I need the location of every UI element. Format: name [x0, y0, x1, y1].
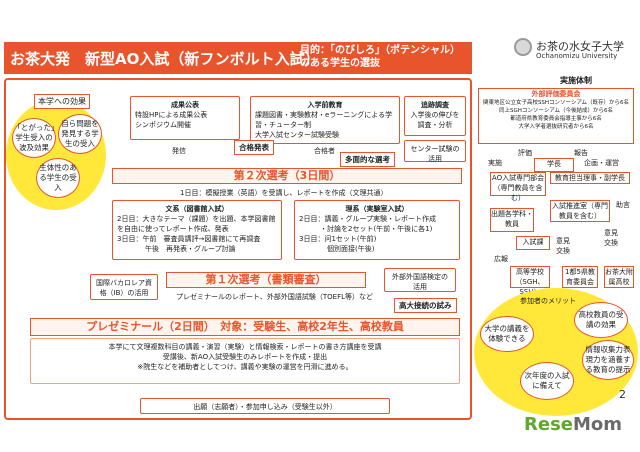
application-box: 出願（志願者）・参加申し込み（受験生以外）	[140, 398, 390, 414]
pre-seminar-box: 本学にて文理複数科目の講義・演習（実験）と情報検索・レポートの書き方講座を受講 …	[30, 338, 460, 384]
merits-label: 参加者のメリット	[520, 297, 576, 305]
tracking-text: 入学後の伸びを調査・分析	[410, 111, 460, 129]
faculties-box: 出題各学科・教員	[490, 208, 534, 232]
implement-label: 実施	[488, 159, 502, 167]
second-stage-title: 第２次選考（3日間）	[112, 168, 462, 184]
high-school-label: 高大接続の試み	[394, 298, 457, 313]
results-title: 成果公表	[171, 101, 199, 109]
rika-item: 2日目：講義・グループ実験・レポート作成	[299, 215, 437, 223]
watermark-left: Rese	[524, 414, 573, 435]
pre-seminar-title: プレゼミナール（2日間） 対象：受験生、高校2年生、高校教員	[30, 318, 460, 336]
rika-item: ・討論を2セット(午前・午後に各1)	[299, 225, 433, 233]
diverse-label: 多面的な選考	[340, 152, 395, 167]
merit-item: 大学の講義を体験できる	[480, 316, 534, 352]
results-box: 成果公表 特設HPによる成果公表 シンポジウム開催	[130, 96, 240, 140]
bunka-title: 文系（図書館入試）	[165, 205, 229, 213]
university-name-en: Ochanomizu University	[536, 52, 618, 60]
advice-label: 助言	[616, 201, 630, 209]
pre-education-item: 課題図書・実験教材・eラーニングによる学習・チューター制	[255, 111, 393, 129]
page-title: お茶大発 新型AO入試（新フンボルト入試）	[10, 50, 320, 68]
ao-dept-box: AO入試専門部会（専門教員を含む）	[490, 172, 546, 202]
pass-announce: 合格発表	[234, 140, 274, 155]
university-logo	[514, 38, 532, 56]
high-school-box: 高等学校（SGH、SSH）	[510, 266, 550, 296]
title-bar	[4, 42, 472, 74]
subtitle-line-2: のある学生の選抜	[300, 58, 380, 69]
foreign-exam-box: 外部外国語検定の活用	[384, 268, 456, 292]
pre-seminar-line: 本学にて文理複数科目の講義・演習（実験）と情報検索・レポートの書き方講座を受講	[108, 343, 382, 351]
send-label: 発信	[172, 147, 186, 155]
committee-box: 外部評価委員会 関東地区公立女子高校SSHコンソーシアム（既存）から6名 同上S…	[478, 88, 634, 144]
merit-item: 次年度の入試に備えて	[520, 362, 574, 400]
rika-item: 3日目：问1セット(午前)	[299, 235, 377, 243]
committee-title: 実施体制	[560, 76, 592, 85]
rika-item: 個別面接(午後)	[299, 245, 375, 253]
center-exam-box: センター試験の活用	[404, 140, 466, 163]
pre-education-box: 入学前教育 課題図書・実験教材・eラーニングによる学習・チューター制 大学入試セ…	[250, 96, 400, 144]
passers-label: 合格者	[314, 147, 335, 155]
pre-seminar-line: 受講後、新AO入試受験生のみレポートを作成・提出	[162, 353, 328, 361]
effect-item: 自ら問題を発見する学生の受入	[58, 114, 102, 154]
edu-director-box: 教育担当理事・副学長	[550, 172, 630, 184]
results-item: 特設HPによる成果公表	[135, 111, 208, 119]
subtitle-line-1: 目的：「のびしろ」（ポテンシャル）	[300, 45, 460, 56]
committee-line: 都道府県教育委員会指導主事から6名	[510, 116, 602, 122]
ib-box: 国際バカロレア資格（IB）の活用	[90, 274, 158, 300]
bunka-item: 2日目：大きなテーマ（課題）を出題、本学図書館を自由に使ってレポート作成、発表	[117, 215, 276, 233]
evaluate-label: 評価	[518, 149, 532, 157]
pre-education-item: 大学入試センター試験受験	[255, 131, 339, 139]
tracking-box: 追跡調査 入学後の伸びを調査・分析	[404, 96, 466, 136]
pre-education-title: 入学前教育	[307, 101, 343, 109]
merit-item: 高校教員の受講の効果	[574, 302, 628, 338]
results-item: シンポジウム開催	[135, 121, 191, 129]
ao-office-box: 入試推進室（専門教員を含む）	[550, 200, 610, 222]
merit-item: 情報収集力表現力を涵養する教育の提示	[582, 340, 634, 380]
admissions-box: 入試課	[516, 236, 550, 250]
first-stage-title: 第１次選考（書類審査）	[166, 272, 366, 288]
university-name: お茶の水女子大学	[536, 40, 624, 53]
committee-name: 外部評価委員会	[531, 90, 581, 98]
president-box: 学長	[534, 158, 574, 172]
report-label: 報告	[574, 149, 588, 157]
page-number: 2	[619, 388, 626, 401]
committee-line: 大学入学者選抜研究者から6名	[518, 124, 594, 130]
committee-line: 関東地区公立女子高校SSHコンソーシアム（既存）から6名	[482, 100, 630, 106]
tracking-title: 追跡調査	[421, 101, 449, 109]
opinion-exchange: 意見交換	[604, 229, 618, 247]
effect-item: 「とがった」学生受入の波及効果	[12, 118, 56, 158]
bunka-item: 午後 再発表・グループ討論	[117, 245, 236, 253]
first-stage-text: プレゼミナールのレポート、外部外国語試験（TOEFL等）など	[176, 293, 373, 301]
plan-ops-label: 企画・運営	[584, 159, 619, 167]
rika-box: 理系（実験室入試） 2日目：講義・グループ実験・レポート作成 ・討論を2セット(…	[294, 200, 460, 260]
second-stage-day1: 1日目：模擬授業（英語）を受講し、レポートを作成（文理共通）	[180, 189, 388, 197]
pre-seminar-line: ※院生などを補助者としてつけ、講義や実験の運営を円滑に進める。	[137, 363, 353, 371]
bunka-box: 文系（図書館入試） 2日目：大きなテーマ（課題）を出題、本学図書館を自由に使って…	[112, 200, 282, 260]
effects-label: 本学への効果	[34, 94, 90, 109]
bunka-item: 3日目：午前 審査員講評→図書館にて再調査	[117, 235, 261, 243]
effect-item: 主体性のある学生の受入	[36, 158, 80, 198]
rika-title: 理系（実験室入試）	[345, 205, 409, 213]
affiliated-hs-box: お茶大附属高校	[604, 266, 634, 288]
watermark: ReseMom	[524, 414, 622, 435]
education-board-box: 1都5県教育委員会	[562, 266, 598, 288]
committee-line: 同上SGHコンソーシアム（今後結成）から6名	[499, 108, 613, 114]
pr-label: 広報	[494, 255, 508, 263]
page-subtitle: 目的：「のびしろ」（ポテンシャル） のある学生の選抜	[300, 44, 460, 70]
opinion-exchange: 意見交換	[556, 237, 570, 255]
watermark-right: Mom	[573, 414, 623, 435]
